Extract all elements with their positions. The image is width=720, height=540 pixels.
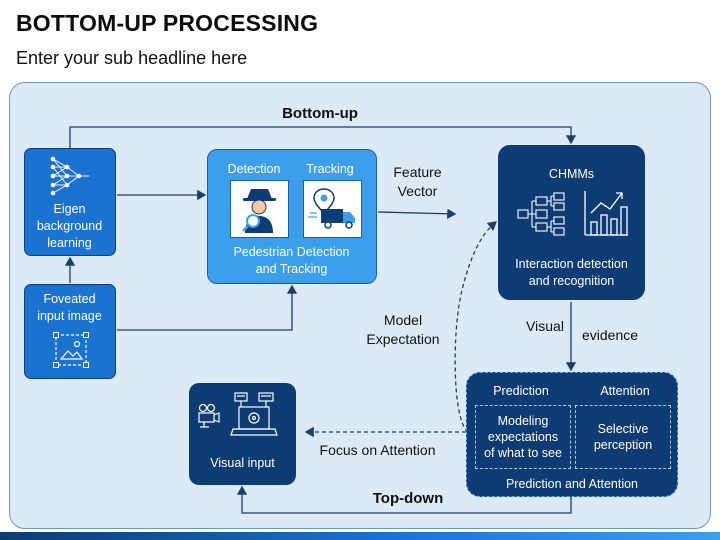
visual-input-node: Visual input bbox=[189, 383, 296, 485]
page-title: BOTTOM-UP PROCESSING bbox=[16, 10, 319, 36]
prediction-label: Prediction bbox=[493, 384, 549, 398]
bar-chart-icon bbox=[584, 191, 628, 236]
evidence-label: evidence bbox=[581, 327, 639, 343]
neural-network-icon bbox=[50, 156, 89, 196]
pedestrian-detection-node: Detection Tracking Pedestrian Detection … bbox=[207, 149, 377, 284]
bottom-up-label: Bottom-up bbox=[282, 105, 358, 122]
chmms-title: CHMMs bbox=[548, 167, 595, 181]
model-expectation-label: Model Expectation bbox=[366, 312, 440, 347]
selective-perception-box: Selective perception bbox=[575, 405, 671, 469]
chmms-node: CHMMs Interaction detection and r bbox=[498, 145, 645, 300]
tracking-card bbox=[303, 180, 362, 238]
foveated-input-node: Foveated input image bbox=[24, 284, 116, 379]
visual-input-label: Visual input bbox=[210, 456, 275, 470]
modeling-expectations-box: Modeling expectations of what to see bbox=[475, 405, 571, 469]
detection-card bbox=[230, 180, 289, 238]
eigen-background-node: Eigen background learning bbox=[24, 148, 116, 256]
top-down-label: Top-down bbox=[372, 490, 444, 507]
eigen-label: Eigen background learning bbox=[36, 202, 103, 250]
tracking-label: Tracking bbox=[306, 162, 354, 176]
visual-label: Visual bbox=[526, 318, 564, 334]
detection-label: Detection bbox=[227, 162, 281, 176]
bottom-accent-bar bbox=[0, 532, 720, 540]
attention-label: Attention bbox=[600, 384, 650, 398]
prediction-attention-caption: Prediction and Attention bbox=[505, 477, 639, 491]
laptop-monitor-icon bbox=[230, 392, 278, 436]
flowchart-icon bbox=[517, 192, 565, 236]
detective-icon bbox=[242, 189, 276, 233]
camera-icon bbox=[198, 403, 220, 428]
feature-vector-label: Feature Vector bbox=[393, 164, 442, 199]
delivery-truck-icon bbox=[308, 188, 355, 229]
image-icon bbox=[53, 332, 89, 368]
foveated-label: Foveated input image bbox=[37, 292, 102, 323]
chmms-caption: Interaction detection and recognition bbox=[515, 257, 628, 288]
pedestrian-label: Pedestrian Detection and Tracking bbox=[233, 245, 350, 276]
prediction-attention-node: Prediction Attention Modeling expectatio… bbox=[466, 372, 678, 497]
focus-on-attention-label: Focus on Attention bbox=[319, 442, 436, 458]
page-subtitle: Enter your sub headline here bbox=[16, 48, 248, 68]
